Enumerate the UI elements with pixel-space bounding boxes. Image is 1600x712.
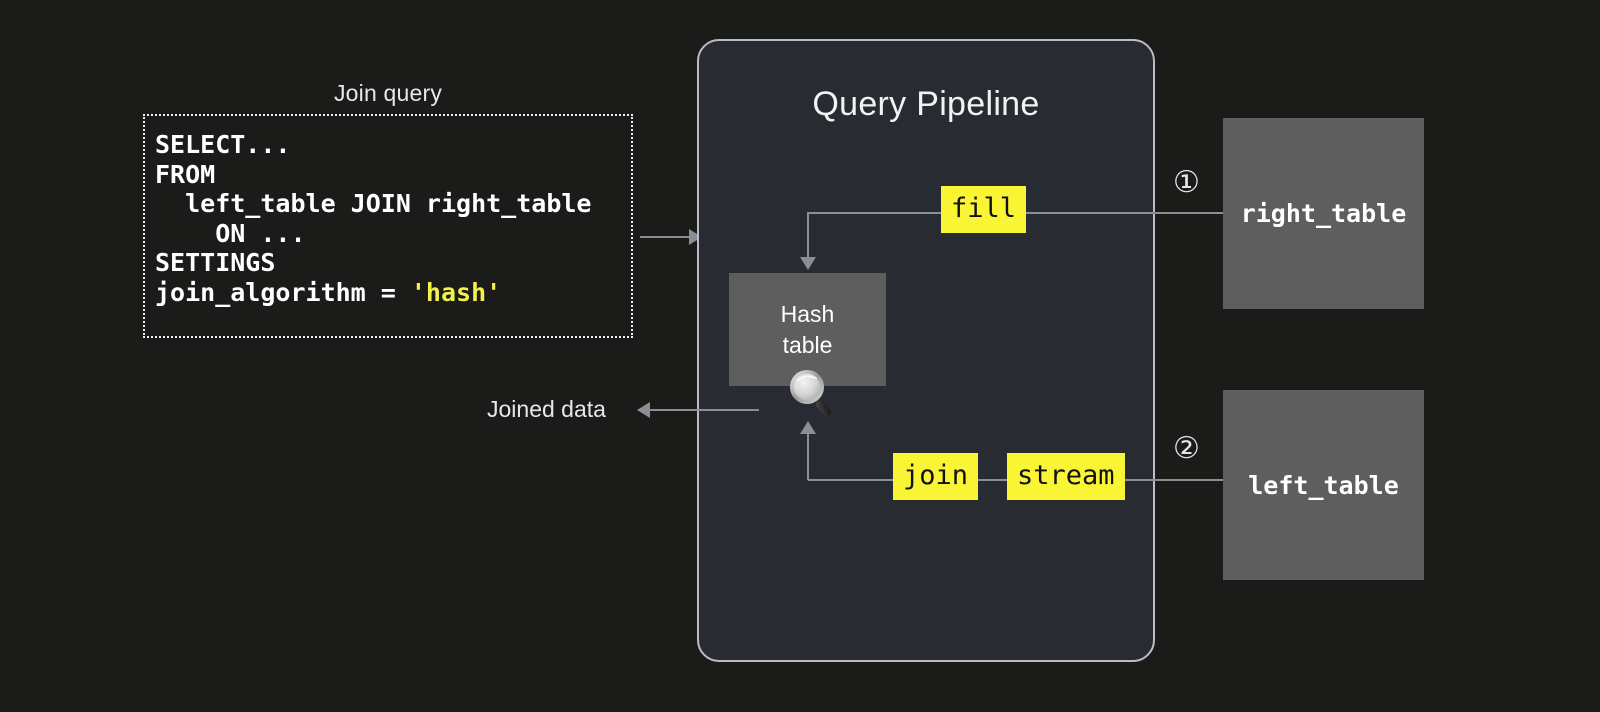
op-label-fill: fill bbox=[941, 186, 1027, 233]
hash-table-label-line1: Hash bbox=[780, 300, 835, 327]
code-string-literal: 'hash' bbox=[410, 277, 502, 307]
magnifier-icon bbox=[786, 366, 840, 420]
right-table-box: right_table bbox=[1223, 118, 1424, 309]
code-line: SETTINGS bbox=[155, 248, 276, 277]
pipeline-title: Query Pipeline bbox=[812, 85, 1040, 123]
join-query-code-box: SELECT... FROM left_table JOIN right_tab… bbox=[143, 114, 633, 338]
step-marker-1: ① bbox=[1173, 166, 1200, 199]
code-line: left_table JOIN right_table bbox=[155, 189, 592, 218]
step-marker-2: ② bbox=[1173, 432, 1200, 465]
left-table-box: left_table bbox=[1223, 390, 1424, 580]
joined-data-label: Joined data bbox=[487, 396, 606, 422]
op-label-join: join bbox=[893, 453, 979, 500]
code-line: FROM bbox=[155, 159, 216, 189]
query-to-pipeline-line bbox=[640, 236, 690, 238]
join-path-arrowhead bbox=[800, 421, 816, 434]
joined-data-arrowhead bbox=[637, 402, 650, 418]
joined-data-line bbox=[649, 409, 759, 411]
fill-path-vertical bbox=[807, 212, 809, 258]
left-table-label: left_table bbox=[1248, 470, 1399, 500]
op-label-stream: stream bbox=[1007, 453, 1125, 500]
join-query-caption: Join query bbox=[333, 80, 443, 106]
fill-path-arrowhead bbox=[800, 257, 816, 270]
code-line: join_algorithm = 'hash' bbox=[155, 277, 502, 307]
join-path-vertical bbox=[807, 434, 809, 480]
code-line: ON ... bbox=[155, 218, 306, 248]
code-line: SELECT... bbox=[155, 130, 291, 159]
right-table-label: right_table bbox=[1240, 199, 1407, 228]
hash-table-label-line2: table bbox=[782, 331, 833, 358]
hash-table-box: Hash table bbox=[729, 273, 886, 386]
